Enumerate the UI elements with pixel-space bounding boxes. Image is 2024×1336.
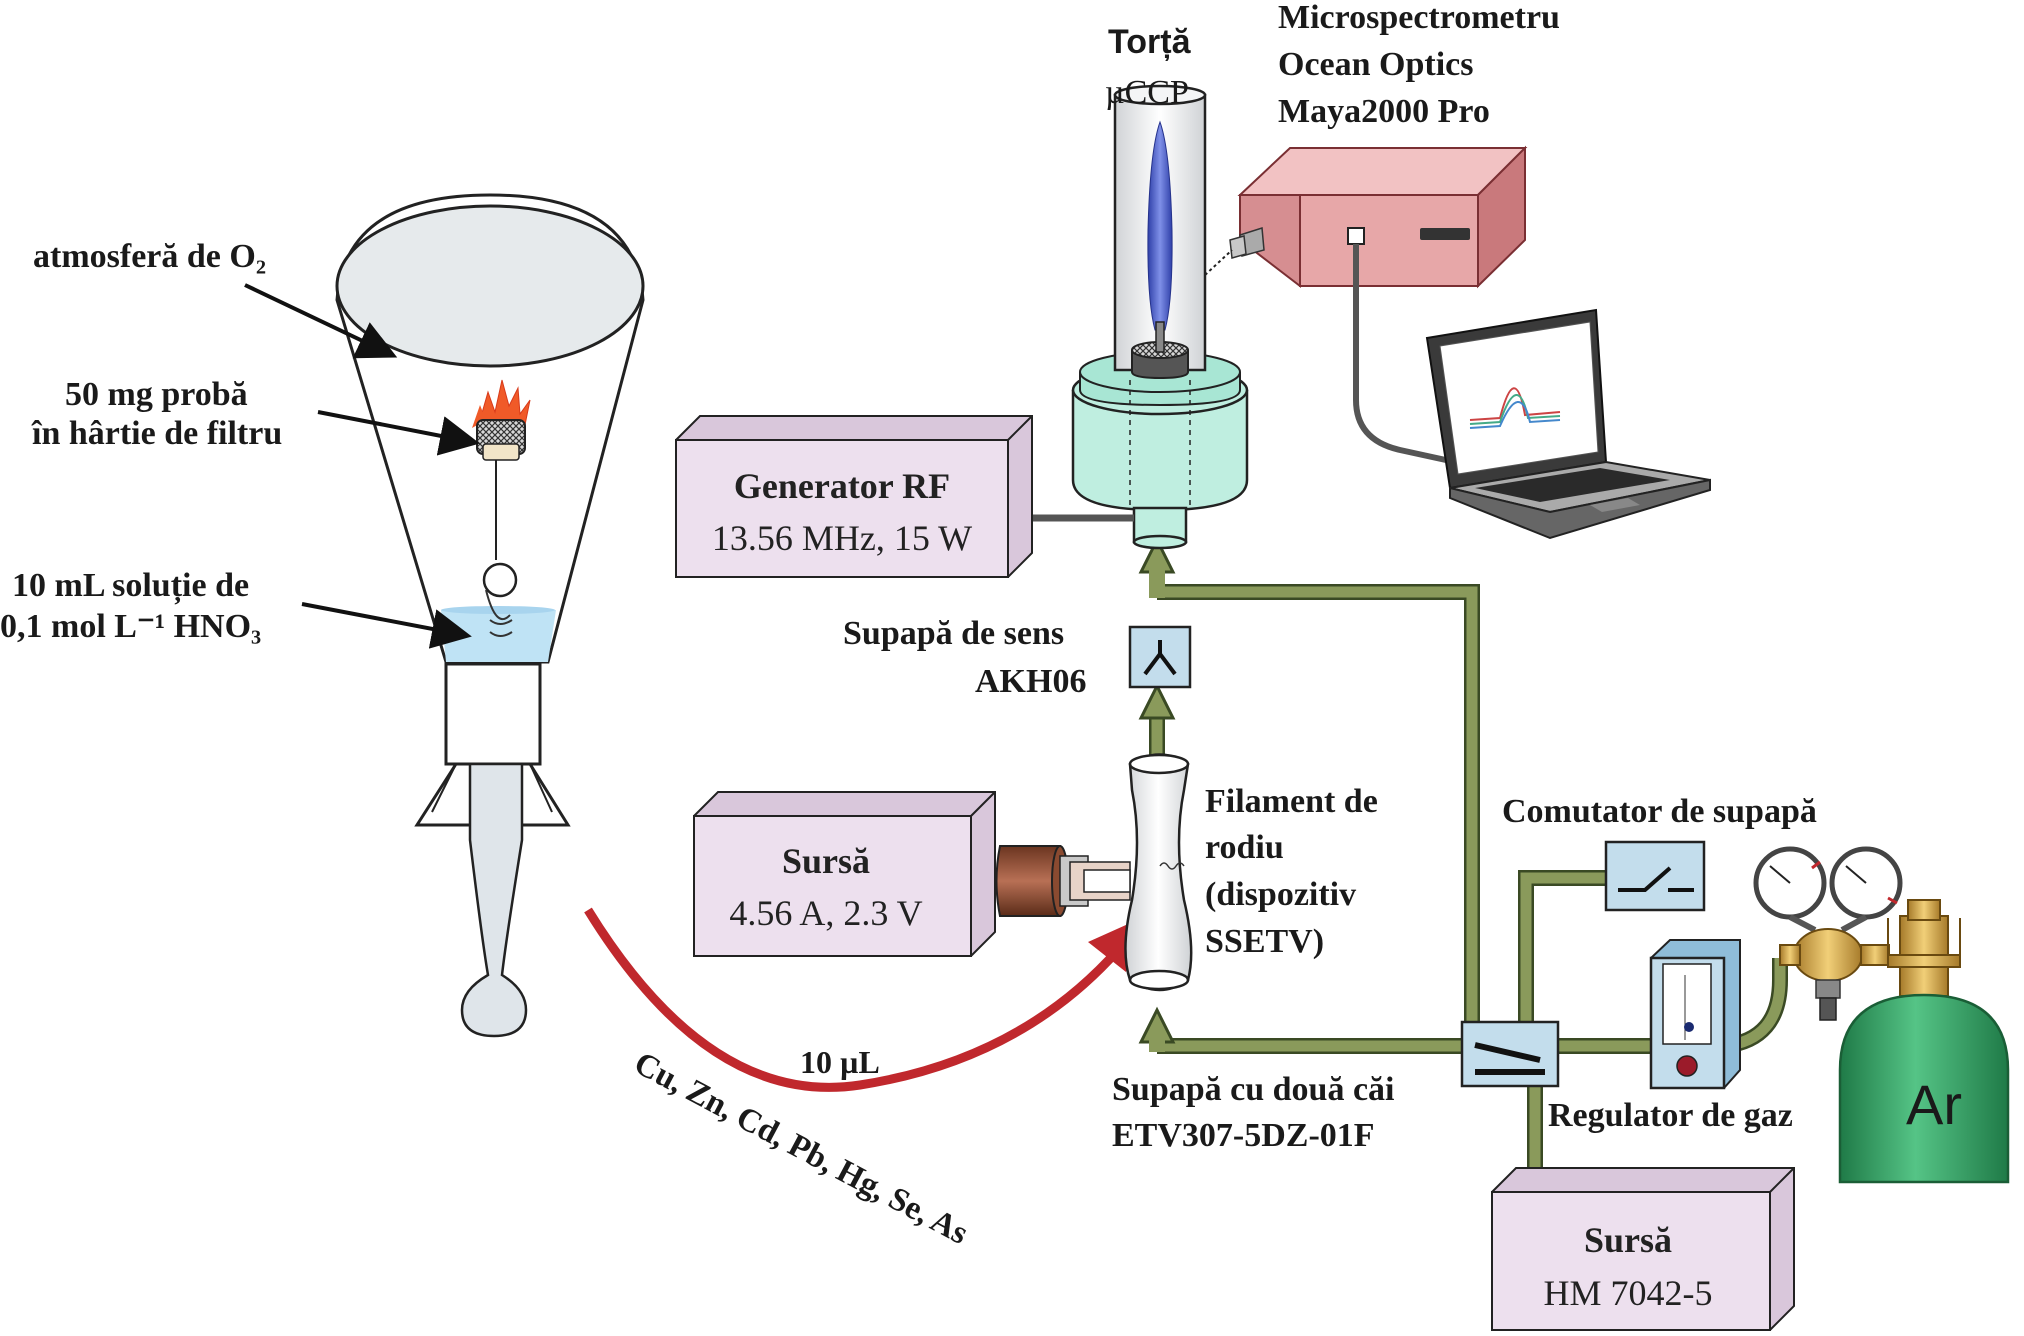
- gas-regulator: [1753, 846, 1903, 1021]
- flow-meter: [1649, 939, 1741, 1090]
- filament-label-line3: (dispozitiv: [1205, 876, 1356, 913]
- power-source-2: [1491, 1167, 1795, 1331]
- spectrometer-label-line2: Ocean Optics: [1278, 46, 1473, 83]
- solution-label-line1: 10 mL soluție de: [12, 567, 249, 605]
- solution-pointer: [301, 602, 472, 649]
- power-source-1-label-line1: Sursă: [782, 841, 870, 881]
- sample-pointer: [317, 410, 480, 456]
- atmosphere-pointer: [244, 283, 398, 359]
- check-valve-label-line2: AKH06: [975, 663, 1086, 700]
- optical-path: [1204, 249, 1233, 276]
- power-source-1-label-line2: 4.56 A, 2.3 V: [729, 893, 922, 933]
- spectrometer: [1229, 145, 1528, 289]
- two-way-valve: [1460, 1020, 1560, 1088]
- filament-holder: [982, 845, 1131, 917]
- rf-generator-label-line1: Generator RF: [734, 466, 950, 506]
- sample-label-line1: 50 mg probă: [65, 376, 248, 413]
- argon-cylinder: [1838, 899, 2010, 1184]
- filament-cell: [1124, 753, 1193, 992]
- volume-label: 10 µL: [800, 1044, 880, 1080]
- combustion-flask: [335, 193, 645, 1038]
- filament-label-line4: SSETV): [1205, 923, 1324, 960]
- power-source-2-label-line1: Sursă: [1584, 1220, 1672, 1260]
- argon-label: Ar: [1906, 1073, 1962, 1136]
- check-valve: [1128, 625, 1192, 689]
- check-valve-label-line1: Supapă de sens: [843, 615, 1064, 652]
- power-source-1: [693, 791, 996, 957]
- spectrometer-label-line1: Microspectrometru: [1278, 0, 1560, 36]
- rf-generator: [675, 415, 1033, 578]
- valve-switch-label: Comutator de supapă: [1502, 793, 1817, 830]
- torch-label-line2: µCCP: [1105, 74, 1189, 111]
- torch: [1071, 84, 1249, 550]
- regulator-label: Regulator de gaz: [1548, 1097, 1793, 1134]
- two-way-valve-label-line2: ETV307-5DZ-01F: [1112, 1117, 1375, 1154]
- rf-generator-label-line2: 13.56 MHz, 15 W: [712, 518, 972, 558]
- atmosphere-label: atmosferă de O₂: [33, 238, 266, 275]
- usb-cable: [1353, 244, 1456, 465]
- torch-label-line1: Torță: [1108, 23, 1192, 61]
- laptop: [1425, 308, 1711, 540]
- two-way-valve-label-line1: Supapă cu două căi: [1112, 1071, 1395, 1108]
- power-source-2-label-line2: HM 7042-5: [1544, 1273, 1713, 1313]
- spectrometer-label-line3: Maya2000 Pro: [1278, 93, 1490, 130]
- filament-label-line2: rodiu: [1205, 829, 1284, 866]
- solution-label-line2: 0,1 mol L⁻¹ HNO₃: [0, 608, 261, 645]
- valve-switch: [1604, 840, 1706, 912]
- flow-arrowheads: [1138, 536, 1176, 1052]
- filament-label-line1: Filament de: [1205, 783, 1378, 820]
- sample-label-line2: în hârtie de filtru: [31, 415, 282, 452]
